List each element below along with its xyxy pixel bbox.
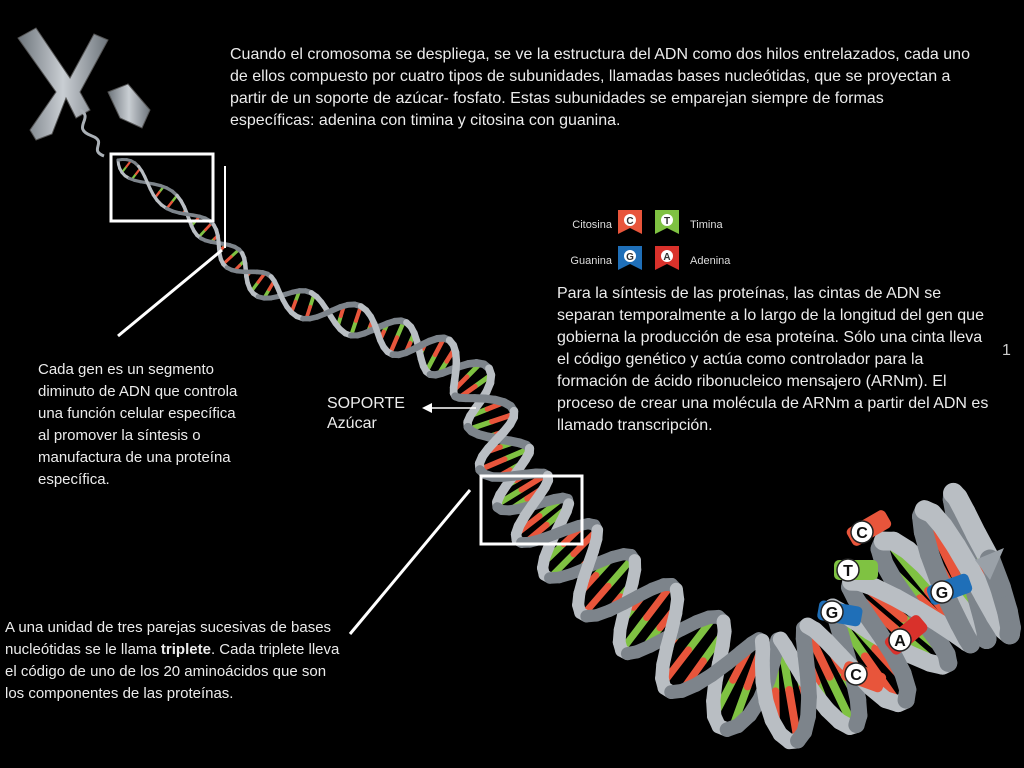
free-base: G bbox=[817, 600, 863, 627]
free-bases: C T G G A C bbox=[817, 510, 973, 693]
legend-chip-circle bbox=[624, 214, 636, 226]
support-label-line1: SOPORTE bbox=[327, 395, 405, 412]
legend-label: Guanina bbox=[570, 255, 612, 267]
triplet-text-before: A una unidad de tres parejas sucesivas d… bbox=[5, 619, 332, 658]
support-label-line2: Azúcar bbox=[327, 415, 377, 432]
free-base-circle bbox=[844, 662, 868, 686]
legend-letter: T bbox=[664, 216, 670, 227]
free-base-letter: A bbox=[894, 633, 906, 650]
legend-label: Citosina bbox=[572, 219, 613, 231]
free-base-circle bbox=[888, 628, 912, 652]
gene-paragraph: Cada gen es un segmento diminuto de ADN … bbox=[38, 361, 238, 488]
free-base: C bbox=[846, 510, 892, 546]
support-label: SOPORTE Azúcar bbox=[327, 394, 427, 434]
free-base: A bbox=[884, 615, 928, 655]
legend-letter: A bbox=[663, 252, 670, 263]
legend-chip-circle bbox=[661, 214, 673, 226]
free-base-letter: T bbox=[843, 563, 853, 580]
backbone-arrow-head bbox=[975, 548, 1004, 580]
legend-label: Adenina bbox=[690, 255, 731, 267]
legend-chip-circle bbox=[624, 250, 636, 262]
free-base-letter: G bbox=[936, 585, 948, 602]
gene-pointer-line bbox=[117, 248, 223, 338]
chromosome-zoom-box bbox=[109, 152, 215, 223]
free-base: C bbox=[840, 661, 887, 693]
stray-mark: 1 bbox=[1002, 342, 1011, 359]
triplet-term: triplete bbox=[160, 641, 211, 658]
free-base-letter: G bbox=[826, 605, 838, 622]
free-base-circle bbox=[836, 558, 860, 582]
legend-label: Timina bbox=[690, 219, 723, 231]
triplet-paragraph: A una unidad de tres parejas sucesivas d… bbox=[5, 617, 345, 705]
triplet-box bbox=[479, 474, 584, 546]
legend-letter: C bbox=[626, 216, 633, 227]
intro-paragraph: Cuando el cromosoma se despliega, se ve … bbox=[230, 46, 970, 129]
free-base-circle bbox=[850, 520, 874, 544]
base-legend: Citosina C Timina T Guanina G Adenina A bbox=[570, 210, 731, 270]
support-arrow bbox=[422, 403, 476, 413]
free-base: G bbox=[926, 573, 973, 605]
free-base-letter: C bbox=[850, 667, 862, 684]
legend-letter: G bbox=[626, 252, 634, 263]
free-base-circle bbox=[930, 580, 954, 604]
free-base-circle bbox=[820, 600, 844, 624]
synthesis-paragraph: Para la síntesis de las proteínas, las c… bbox=[557, 285, 989, 434]
legend-chip-circle bbox=[661, 250, 673, 262]
free-base-letter: C bbox=[856, 525, 868, 542]
triplet-text-after: . Cada triplete lleva el código de uno d… bbox=[5, 641, 340, 702]
free-base: T bbox=[834, 558, 878, 582]
triplet-pointer-line bbox=[348, 489, 472, 635]
chromosome-icon bbox=[17, 27, 151, 158]
